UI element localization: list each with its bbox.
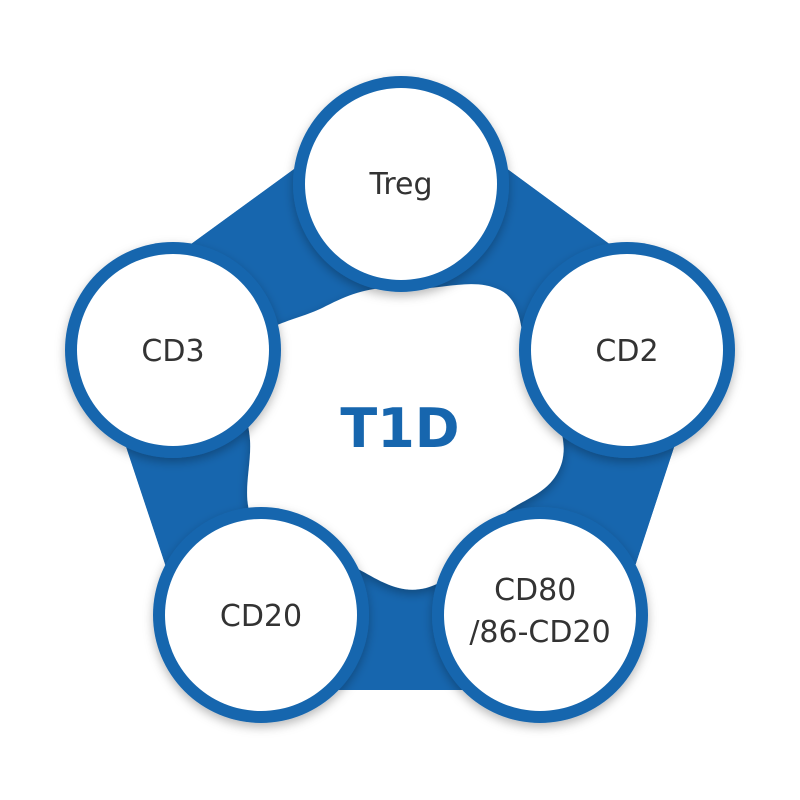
node-treg-disc [305, 88, 497, 280]
node-treg-line-1: Treg [368, 167, 432, 202]
node-treg: Treg [293, 76, 509, 292]
node-cd20-disc [165, 519, 357, 711]
node-cd2-label: CD2 [595, 334, 658, 369]
node-cd80: CD80 /86-CD20 [432, 507, 648, 723]
node-cd3-line-1: CD3 [141, 334, 204, 369]
node-cd80-label: CD80 /86-CD20 [469, 573, 610, 650]
node-cd2: CD2 [519, 242, 735, 458]
node-cd20: CD20 [153, 507, 369, 723]
node-cd2-disc [531, 254, 723, 446]
node-cd80-line-2: /86-CD20 [469, 615, 610, 650]
node-cd80-line-1: CD80 [494, 573, 576, 608]
center-blob [238, 284, 564, 590]
node-cd20-label: CD20 [220, 599, 302, 634]
center-label: T1D [340, 397, 459, 460]
node-cd3: CD3 [65, 242, 281, 458]
node-cd20-line-1: CD20 [220, 599, 302, 634]
node-cd2-line-1: CD2 [595, 334, 658, 369]
node-cd80-disc [444, 519, 636, 711]
node-cd3-disc [77, 254, 269, 446]
node-treg-label: Treg [368, 167, 432, 202]
node-cd3-label: CD3 [141, 334, 204, 369]
